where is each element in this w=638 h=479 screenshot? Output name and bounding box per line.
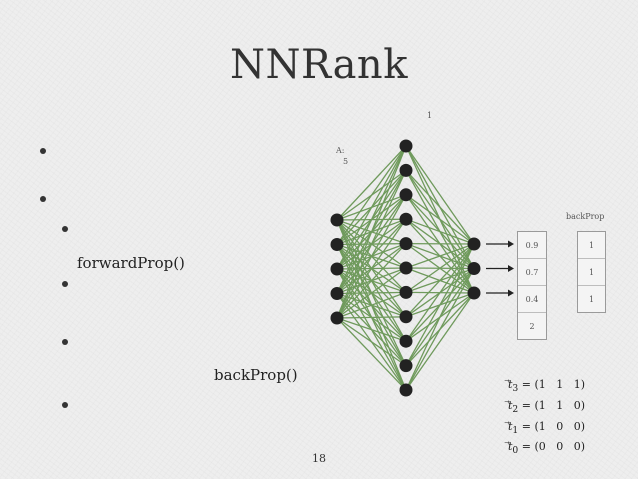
- hidden-layer-side-label-2: 5: [343, 157, 349, 166]
- equation-t2: ⃗t2 = (1 1 0): [508, 399, 585, 415]
- hidden-node: [399, 188, 413, 202]
- input-node: [330, 213, 344, 227]
- vector-values: = (1 0 0): [521, 420, 586, 433]
- network-edge: [336, 145, 407, 270]
- hidden-node: [399, 285, 413, 299]
- page-number: 18: [312, 452, 326, 465]
- backprop-values-box: 1 1 1: [577, 231, 606, 313]
- back-prop-label: backProp(): [214, 366, 298, 384]
- vector-values: = (0 0 0): [521, 440, 586, 453]
- network-edge: [336, 145, 407, 294]
- network-edge: [405, 292, 475, 391]
- network-edge: [336, 194, 407, 319]
- network-edge: [336, 170, 407, 319]
- output-value: 0.4: [518, 286, 546, 313]
- bullet-2: [40, 196, 46, 202]
- vector-values: = (1 1 1): [521, 378, 586, 391]
- vector-var: ⃗t: [508, 440, 513, 453]
- output-arrows: [486, 240, 514, 297]
- hidden-node: [399, 237, 413, 251]
- output-value: 0.9: [518, 232, 546, 259]
- slide-title: NNRank: [230, 42, 408, 88]
- network-edge: [405, 243, 475, 318]
- output-node: [467, 237, 481, 251]
- hidden-layer-top-label: 1: [427, 111, 433, 120]
- hidden-layer-side-label-1: A:: [336, 146, 345, 155]
- output-value: 0.7: [518, 259, 546, 286]
- equation-t0: ⃗t0 = (0 0 0): [508, 440, 585, 456]
- network-edge: [405, 243, 475, 342]
- network-edge: [405, 145, 475, 245]
- backprop-value: 1: [578, 259, 605, 286]
- hidden-node: [399, 139, 413, 153]
- network-edge: [336, 145, 407, 221]
- output-values-box: 0.9 0.7 0.4 2: [517, 231, 547, 340]
- sub-bullet-2: [62, 281, 68, 287]
- backprop-value: 1: [588, 294, 595, 304]
- vector-var: ⃗t: [508, 399, 513, 412]
- network-edge: [405, 268, 475, 391]
- input-node: [330, 311, 344, 325]
- hidden-node: [399, 359, 413, 373]
- hidden-node: [399, 163, 413, 177]
- network-edges: [336, 145, 475, 391]
- hidden-node: [399, 310, 413, 324]
- network-edge: [336, 316, 407, 319]
- backprop-label: backProp: [566, 212, 605, 221]
- network-edge: [336, 243, 407, 319]
- network-edge: [405, 243, 475, 391]
- arrow-head: [508, 289, 514, 297]
- input-node: [330, 238, 344, 251]
- hidden-node: [399, 212, 413, 226]
- network-edge: [336, 145, 407, 245]
- network-edge: [405, 218, 475, 245]
- output-value: 2: [529, 321, 535, 331]
- equation-t1: ⃗t1 = (1 0 0): [508, 420, 585, 436]
- input-node: [330, 262, 344, 276]
- sub-bullet-4: [62, 402, 68, 408]
- subscript: 1: [512, 425, 519, 437]
- sub-bullet-1: [62, 226, 68, 232]
- input-node: [330, 287, 344, 300]
- network-edge: [405, 243, 475, 293]
- network-edge: [405, 194, 475, 245]
- subscript: 3: [512, 383, 519, 395]
- network-edge: [336, 317, 407, 342]
- arrow-head: [508, 265, 514, 272]
- network-edge: [336, 218, 407, 319]
- subscript: 0: [512, 445, 519, 457]
- forward-prop-label: forwardProp(): [77, 254, 185, 272]
- vector-values: = (1 1 0): [521, 399, 586, 412]
- bullet-1: [40, 148, 46, 154]
- vector-var: ⃗t: [508, 420, 513, 433]
- backprop-value: 1: [578, 232, 605, 259]
- hidden-node: [399, 383, 413, 397]
- network-edge: [405, 169, 475, 245]
- network-edge: [405, 243, 475, 269]
- subscript: 2: [512, 404, 519, 416]
- sub-bullet-3: [62, 339, 68, 345]
- arrow-head: [508, 240, 514, 248]
- network-edge: [336, 317, 407, 391]
- vector-var: ⃗t: [508, 378, 513, 391]
- network-edge: [336, 145, 407, 319]
- equation-t3: ⃗t3 = (1 1 1): [508, 378, 585, 394]
- network-edge: [336, 291, 407, 319]
- network-edge: [405, 243, 475, 366]
- hidden-node: [399, 261, 413, 275]
- network-edge: [336, 267, 407, 319]
- hidden-node: [399, 334, 413, 348]
- network-edge: [336, 317, 407, 367]
- network-nodes: [330, 139, 481, 397]
- output-node: [467, 286, 481, 300]
- output-node: [467, 262, 481, 275]
